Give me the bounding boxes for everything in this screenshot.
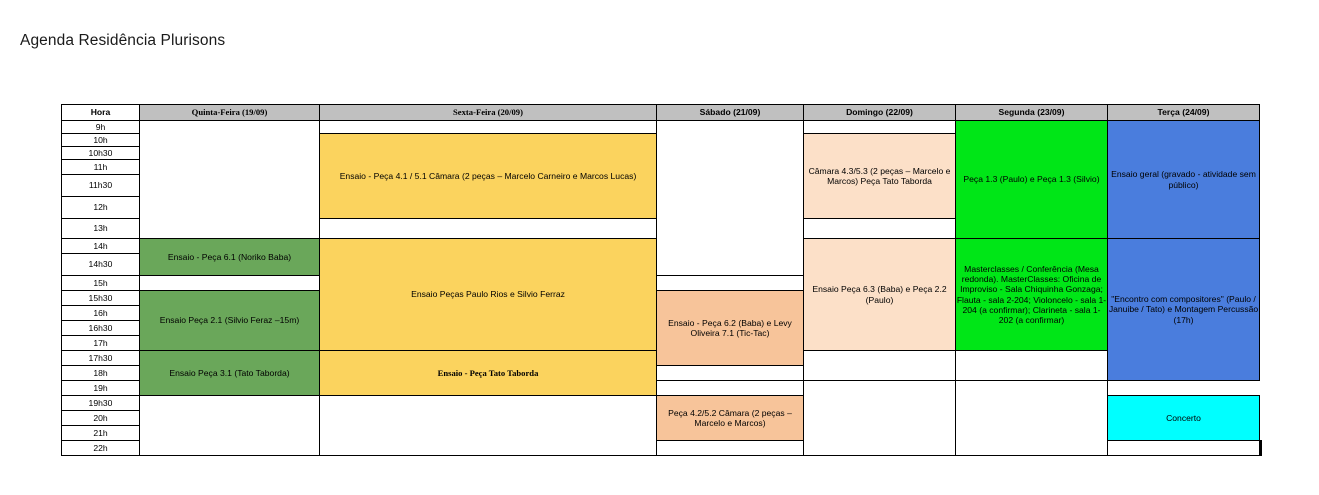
cell-segunda-evening bbox=[955, 380, 1108, 456]
event-sexta-3[interactable]: Ensaio - Peça Tato Taborda bbox=[319, 350, 657, 396]
cell-quinta-15h bbox=[139, 275, 320, 291]
hour-label: 19h30 bbox=[61, 395, 140, 411]
table-row: 10h Ensaio - Peça 4.1 / 5.1 Câmara (2 pe… bbox=[61, 133, 1262, 219]
cell-domingo-9h bbox=[803, 120, 956, 134]
hour-label: 15h bbox=[61, 275, 140, 291]
table-row: 19h30 Peça 4.2/5.2 Câmara (2 peças – Mar… bbox=[61, 395, 1262, 456]
page-title: Agenda Residência Plurisons bbox=[20, 32, 226, 49]
table-row: 18h bbox=[61, 365, 1262, 381]
hour-label: 17h30 bbox=[61, 350, 140, 366]
event-quinta-2[interactable]: Ensaio Peça 2.1 (Silvio Feraz –15m) bbox=[139, 290, 320, 351]
cell-sabado-morning bbox=[656, 120, 804, 276]
table-row: 17h bbox=[61, 335, 1262, 351]
event-terca-3[interactable]: Concerto bbox=[1107, 395, 1260, 441]
hour-label: 22h bbox=[61, 440, 140, 456]
hour-label: 9h bbox=[61, 120, 140, 134]
table-row: 13h bbox=[61, 218, 1262, 239]
table-row: 15h30 Ensaio Peça 2.1 (Silvio Feraz –15m… bbox=[61, 290, 1262, 366]
table-row: 11h30 bbox=[61, 174, 1262, 197]
hour-label: 12h bbox=[61, 196, 140, 219]
column-header-terca: Terça (24/09) bbox=[1107, 104, 1260, 121]
column-header-quinta: Quinta-Feira (19/09) bbox=[139, 104, 320, 121]
table-row: 16h30 bbox=[61, 320, 1262, 336]
event-sexta-2[interactable]: Ensaio Peças Paulo Rios e Silvio Ferraz bbox=[319, 238, 657, 351]
cell-sexta-evening bbox=[319, 395, 657, 456]
cell-quinta-evening bbox=[139, 395, 320, 456]
column-header-sexta: Sexta-Feira (20/09) bbox=[319, 104, 657, 121]
cell-segunda-17h30 bbox=[955, 350, 1108, 381]
column-header-domingo: Domingo (22/09) bbox=[803, 104, 956, 121]
hour-label: 16h30 bbox=[61, 320, 140, 336]
cell-terca-22h bbox=[1260, 440, 1262, 456]
cell-quinta-morning bbox=[139, 120, 320, 239]
hour-label: 11h30 bbox=[61, 174, 140, 197]
cell-domingo-13h bbox=[803, 218, 956, 239]
event-domingo-2[interactable]: Ensaio Peça 6.3 (Baba) e Peça 2.2 (Paulo… bbox=[803, 238, 956, 351]
event-segunda-1[interactable]: Peça 1.3 (Paulo) e Peça 1.3 (Silvio) bbox=[955, 120, 1108, 239]
event-terca-1[interactable]: Ensaio geral (gravado - atividade sem pú… bbox=[1107, 120, 1260, 239]
hour-label: 15h30 bbox=[61, 290, 140, 306]
table-row: 20h bbox=[61, 410, 1262, 426]
table-row: 19h bbox=[61, 380, 1262, 456]
table-row: 14h Ensaio - Peça 6.1 (Noriko Baba) Ensa… bbox=[61, 238, 1262, 381]
table-row: 15h bbox=[61, 275, 1262, 291]
hour-label: 11h bbox=[61, 159, 140, 175]
hour-label: 19h bbox=[61, 380, 140, 396]
cell-sexta-13h bbox=[319, 218, 657, 239]
event-sexta-1[interactable]: Ensaio - Peça 4.1 / 5.1 Câmara (2 peças … bbox=[319, 133, 657, 219]
event-sabado-2[interactable]: Peça 4.2/5.2 Câmara (2 peças – Marcelo e… bbox=[656, 395, 804, 441]
hour-label: 14h bbox=[61, 238, 140, 254]
hour-label: 16h bbox=[61, 305, 140, 321]
hour-label: 14h30 bbox=[61, 253, 140, 276]
cell-domingo-17h30 bbox=[803, 350, 956, 381]
hour-label: 21h bbox=[61, 425, 140, 441]
event-quinta-3[interactable]: Ensaio Peça 3.1 (Tato Taborda) bbox=[139, 350, 320, 396]
hour-label: 13h bbox=[61, 218, 140, 239]
column-header-segunda: Segunda (23/09) bbox=[955, 104, 1108, 121]
hour-label: 10h bbox=[61, 133, 140, 147]
table-row: 9h Peça 1.3 (Paulo) e Peça 1.3 (Silvio) … bbox=[61, 120, 1262, 276]
table-header-row: Hora Quinta-Feira (19/09) Sexta-Feira (2… bbox=[61, 104, 1262, 121]
table-row: 17h30 Ensaio Peça 3.1 (Tato Taborda) Ens… bbox=[61, 350, 1262, 396]
hour-label: 10h30 bbox=[61, 146, 140, 160]
table-row: 21h bbox=[61, 425, 1262, 441]
event-domingo-1[interactable]: Câmara 4.3/5.3 (2 peças – Marcelo e Marc… bbox=[803, 133, 956, 219]
cell-domingo-evening bbox=[803, 380, 956, 456]
hour-label: 17h bbox=[61, 335, 140, 351]
hour-label: 20h bbox=[61, 410, 140, 426]
event-quinta-1[interactable]: Ensaio - Peça 6.1 (Noriko Baba) bbox=[139, 238, 320, 276]
column-header-sabado: Sábado (21/09) bbox=[656, 104, 804, 121]
table-row: 12h bbox=[61, 196, 1262, 219]
schedule-grid: Hora Quinta-Feira (19/09) Sexta-Feira (2… bbox=[61, 104, 1262, 456]
event-sabado-1[interactable]: Ensaio - Peça 6.2 (Baba) e Levy Oliveira… bbox=[656, 290, 804, 366]
cell-domingo-22h bbox=[1107, 440, 1260, 456]
cell-sabado-22h bbox=[656, 440, 804, 456]
schedule-table: Hora Quinta-Feira (19/09) Sexta-Feira (2… bbox=[61, 104, 1262, 456]
event-segunda-2[interactable]: Masterclasses / Conferência (Mesa redond… bbox=[955, 238, 1108, 351]
table-row: 16h bbox=[61, 305, 1262, 321]
table-row: 14h30 bbox=[61, 253, 1262, 276]
cell-sexta-9h bbox=[319, 120, 657, 134]
table-row: 11h bbox=[61, 159, 1262, 175]
column-header-hora: Hora bbox=[61, 104, 140, 121]
table-row: 22h bbox=[61, 440, 1262, 456]
event-terca-2[interactable]: "Encontro com compositores" (Paulo / Jan… bbox=[1107, 238, 1260, 381]
cell-sabado-19h bbox=[656, 380, 804, 396]
hour-label: 18h bbox=[61, 365, 140, 381]
